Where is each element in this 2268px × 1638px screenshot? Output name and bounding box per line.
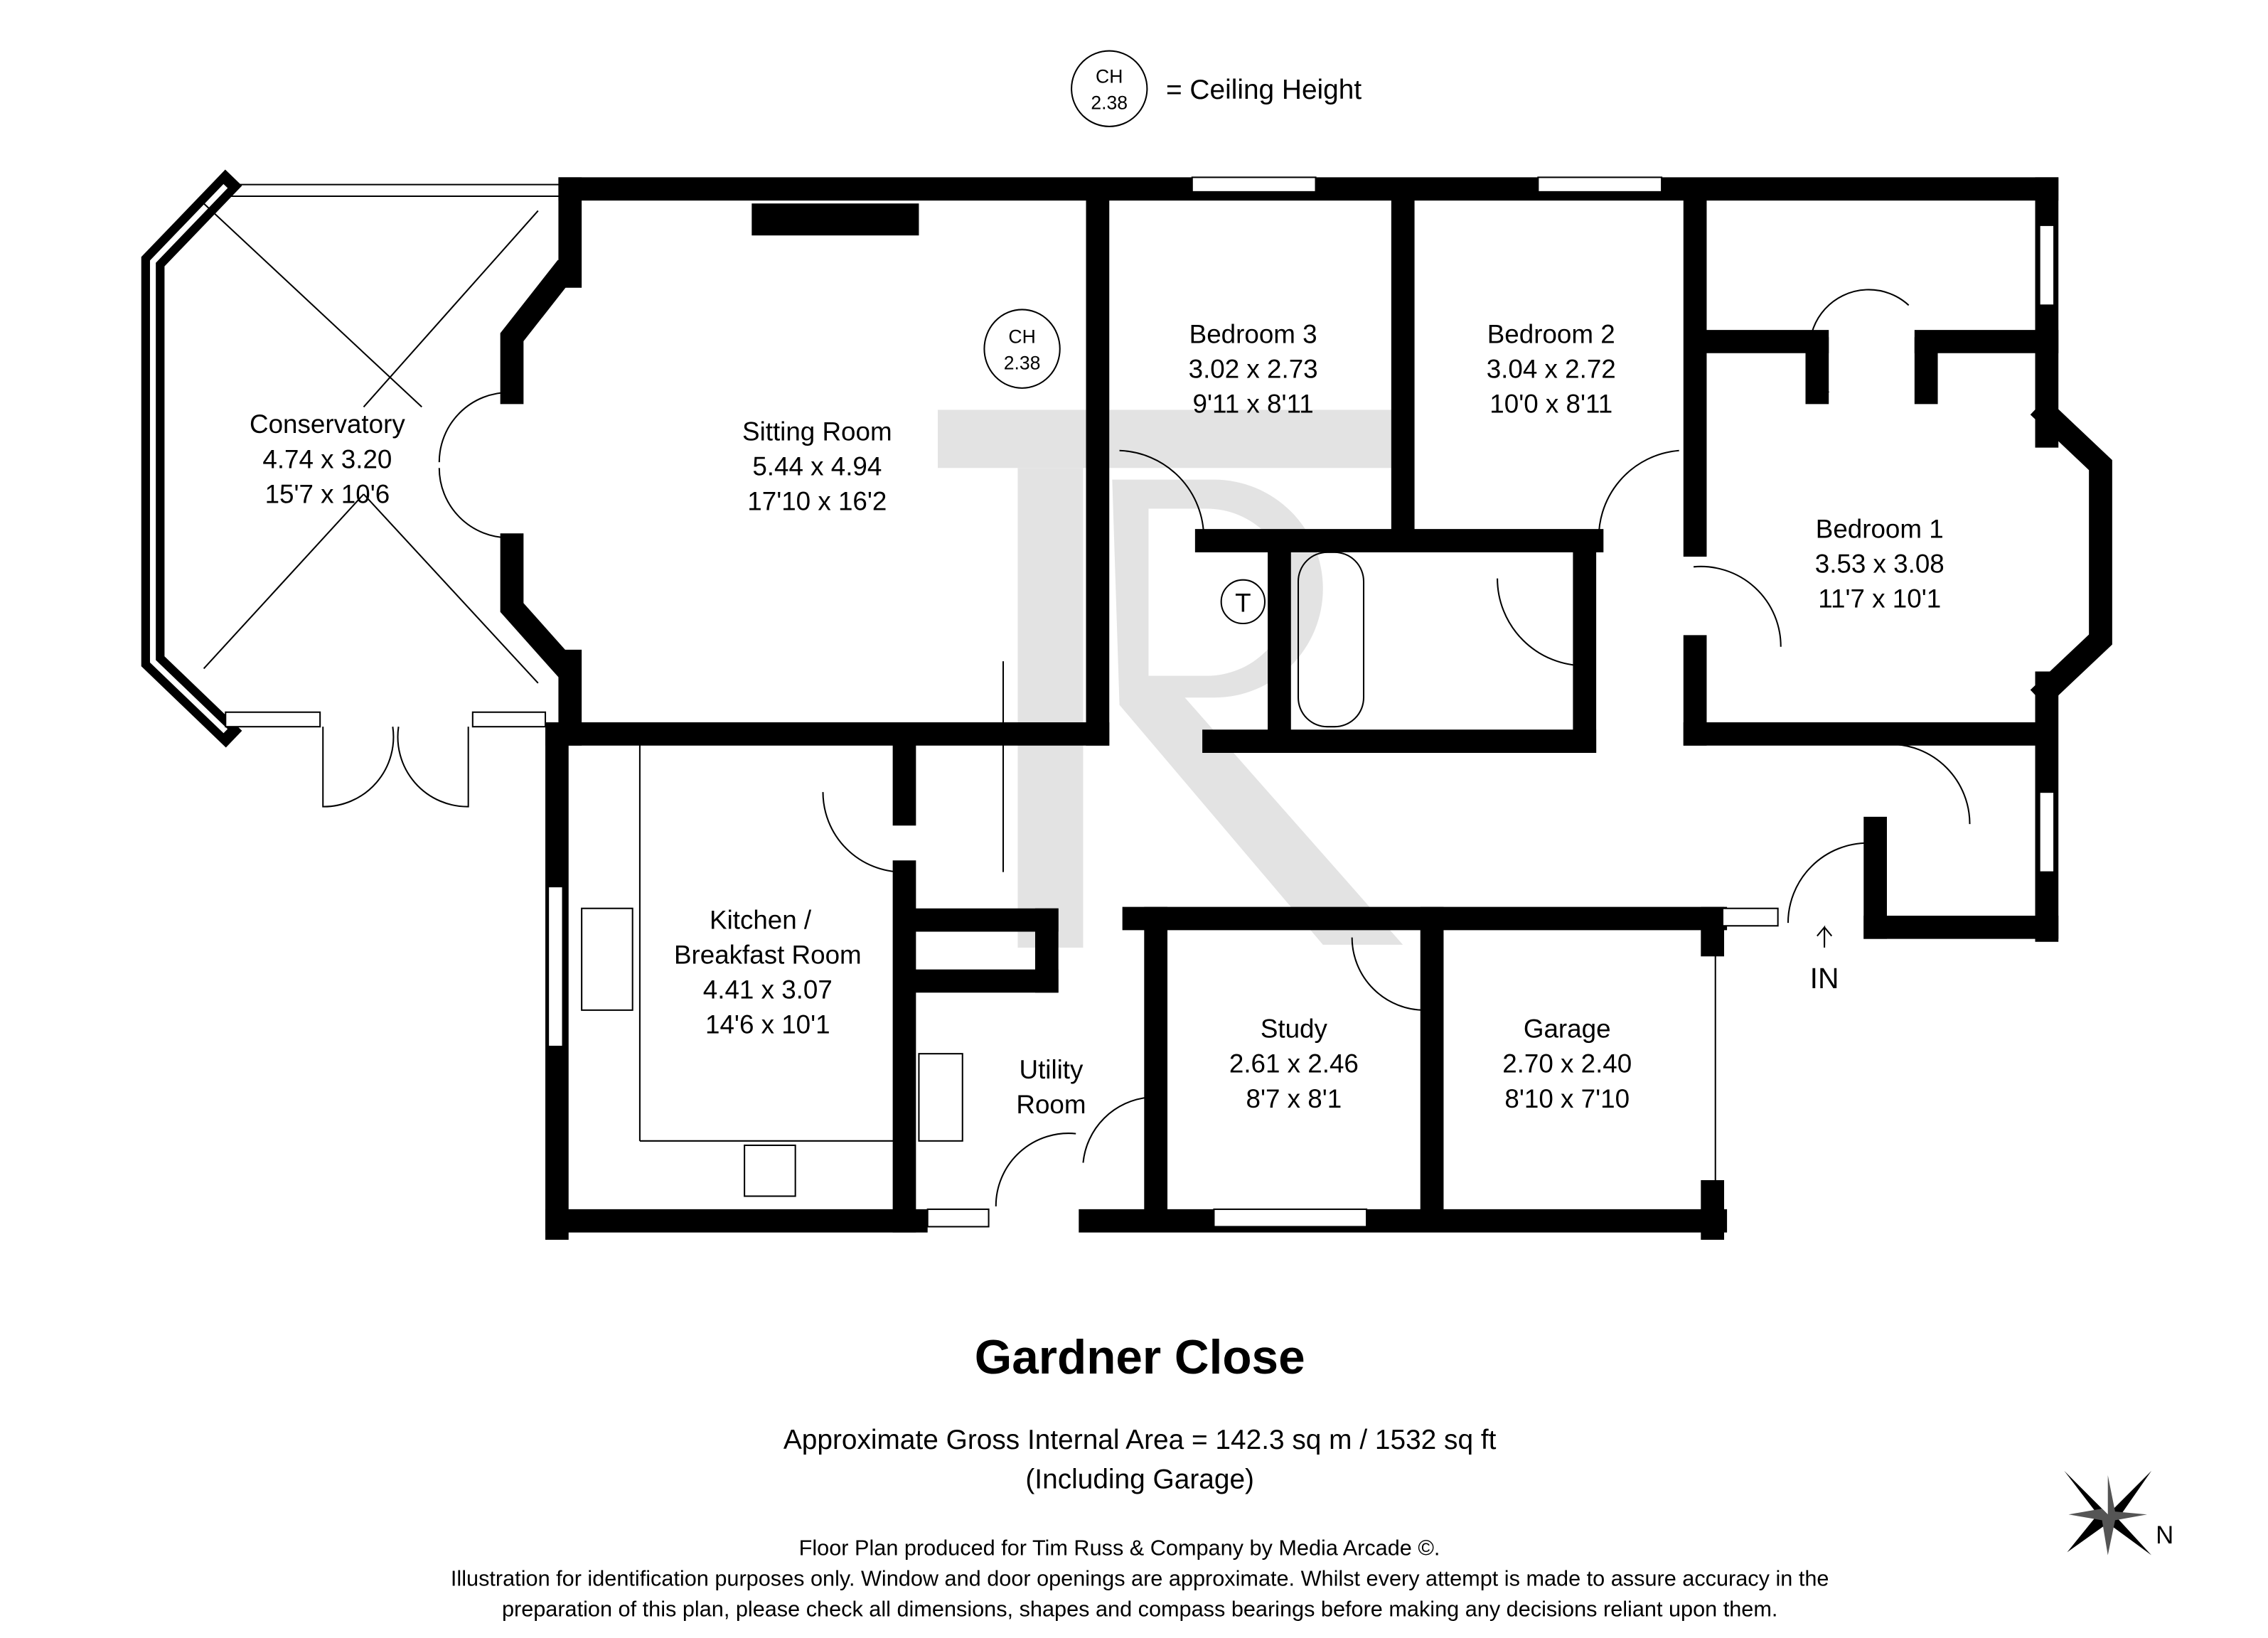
svg-text:4.74 x 3.20: 4.74 x 3.20 bbox=[262, 444, 392, 473]
room-study: Study 2.61 x 2.46 8'7 x 8'1 bbox=[1229, 1015, 1359, 1113]
svg-text:2.61 x 2.46: 2.61 x 2.46 bbox=[1229, 1049, 1359, 1078]
svg-text:3.53 x 3.08: 3.53 x 3.08 bbox=[1815, 549, 1945, 578]
svg-text:Kitchen /: Kitchen / bbox=[710, 905, 812, 934]
ceiling-height-legend: CH 2.38 = Ceiling Height bbox=[1071, 50, 1362, 127]
svg-text:14'6 x 10'1: 14'6 x 10'1 bbox=[705, 1010, 830, 1039]
svg-text:8'10 x 7'10: 8'10 x 7'10 bbox=[1504, 1084, 1630, 1113]
legend-ch-value: 2.38 bbox=[1091, 92, 1128, 113]
svg-text:Sitting Room: Sitting Room bbox=[742, 417, 892, 446]
tank-marker: T bbox=[1220, 579, 1266, 625]
entrance-marker: IN bbox=[1810, 925, 1839, 995]
svg-text:8'7 x 8'1: 8'7 x 8'1 bbox=[1246, 1084, 1342, 1113]
svg-text:15'7 x 10'6: 15'7 x 10'6 bbox=[265, 479, 390, 508]
svg-text:2.70 x 2.40: 2.70 x 2.40 bbox=[1502, 1049, 1632, 1078]
svg-text:Bedroom 2: Bedroom 2 bbox=[1487, 319, 1615, 348]
gross-area: Approximate Gross Internal Area = 142.3 … bbox=[783, 1425, 1497, 1455]
disclaimer-line-2: preparation of this plan, please check a… bbox=[502, 1597, 1777, 1621]
svg-text:T: T bbox=[1235, 589, 1251, 618]
room-garage: Garage 2.70 x 2.40 8'10 x 7'10 bbox=[1502, 1015, 1632, 1113]
svg-text:4.41 x 3.07: 4.41 x 3.07 bbox=[703, 975, 833, 1004]
svg-text:9'11 x 8'11: 9'11 x 8'11 bbox=[1193, 390, 1314, 419]
ceiling-height-marker: CH 2.38 bbox=[983, 309, 1061, 389]
compass-north-label: N bbox=[2156, 1522, 2173, 1549]
svg-text:2.38: 2.38 bbox=[1004, 352, 1041, 373]
conservatory-walls bbox=[141, 169, 577, 808]
svg-text:Breakfast Room: Breakfast Room bbox=[674, 940, 862, 969]
svg-text:Bedroom 3: Bedroom 3 bbox=[1189, 319, 1317, 348]
svg-text:3.04 x 2.72: 3.04 x 2.72 bbox=[1487, 355, 1616, 384]
room-kitchen: Kitchen / Breakfast Room 4.41 x 3.07 14'… bbox=[674, 905, 862, 1039]
room-conservatory: Conservatory 4.74 x 3.20 15'7 x 10'6 bbox=[250, 410, 405, 508]
svg-text:17'10 x 16'2: 17'10 x 16'2 bbox=[747, 487, 887, 516]
entrance-label: IN bbox=[1810, 962, 1839, 995]
svg-text:3.02 x 2.73: 3.02 x 2.73 bbox=[1189, 355, 1318, 384]
room-utility: Utility Room bbox=[1016, 1055, 1086, 1119]
svg-text:CH: CH bbox=[1008, 326, 1035, 347]
svg-text:Room: Room bbox=[1016, 1090, 1086, 1119]
disclaimer-line-1: Illustration for identification purposes… bbox=[451, 1566, 1829, 1590]
compass-icon: N bbox=[2064, 1470, 2173, 1556]
svg-text:10'0 x 8'11: 10'0 x 8'11 bbox=[1489, 390, 1612, 419]
room-bedroom-3: Bedroom 3 3.02 x 2.73 9'11 x 8'11 bbox=[1189, 319, 1318, 418]
room-sitting-room: Sitting Room 5.44 x 4.94 17'10 x 16'2 bbox=[742, 417, 892, 515]
svg-text:11'7 x 10'1: 11'7 x 10'1 bbox=[1818, 584, 1941, 614]
property-title: Gardner Close bbox=[975, 1331, 1305, 1384]
area-note: (Including Garage) bbox=[1025, 1464, 1254, 1494]
svg-text:Garage: Garage bbox=[1524, 1015, 1611, 1044]
svg-text:Study: Study bbox=[1261, 1015, 1328, 1044]
walls bbox=[545, 176, 2112, 1240]
room-bedroom-2: Bedroom 2 3.04 x 2.72 10'0 x 8'11 bbox=[1487, 319, 1616, 418]
credit-line: Floor Plan produced for Tim Russ & Compa… bbox=[799, 1536, 1440, 1560]
svg-text:Conservatory: Conservatory bbox=[250, 410, 405, 439]
room-bedroom-1: Bedroom 1 3.53 x 3.08 11'7 x 10'1 bbox=[1815, 514, 1945, 613]
legend-ch-label: CH bbox=[1096, 66, 1123, 87]
svg-text:5.44 x 4.94: 5.44 x 4.94 bbox=[752, 452, 882, 481]
svg-text:Utility: Utility bbox=[1020, 1055, 1084, 1084]
legend-meaning: = Ceiling Height bbox=[1166, 75, 1362, 105]
svg-text:Bedroom 1: Bedroom 1 bbox=[1816, 514, 1944, 543]
watermark-logo bbox=[938, 410, 1403, 948]
